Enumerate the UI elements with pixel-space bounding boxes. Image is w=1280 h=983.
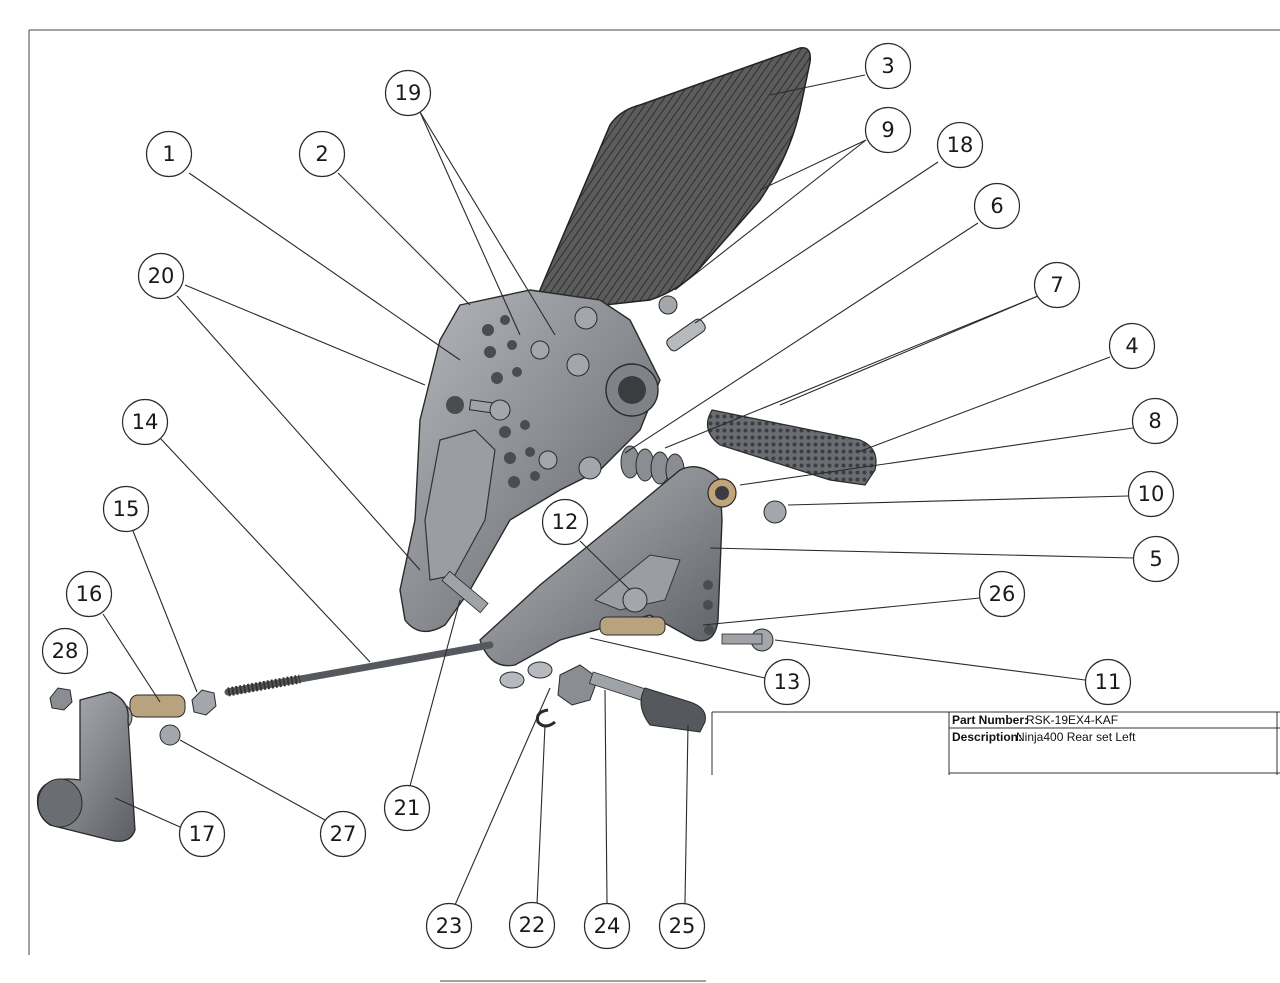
shift-peg-24 <box>557 664 646 706</box>
svg-text:24: 24 <box>594 914 621 938</box>
clip-22 <box>536 708 556 728</box>
balloon-26: 26 <box>978 570 1026 618</box>
balloon-25: 25 <box>658 902 706 950</box>
svg-text:27: 27 <box>330 822 357 846</box>
balloon-28: 28 <box>41 627 89 675</box>
svg-text:25: 25 <box>669 914 696 938</box>
balloon-9: 9 <box>864 106 912 154</box>
part-number-value: RSK-19EX4-KAF <box>1026 713 1118 727</box>
balloon-6: 6 <box>973 182 1021 230</box>
description-label: Description: <box>952 730 1022 744</box>
balloon-20: 20 <box>137 252 185 300</box>
shift-rubber-25 <box>640 687 706 733</box>
balloon-3: 3 <box>864 42 912 90</box>
balloon-24: 24 <box>583 902 631 950</box>
part-number-label: Part Number: <box>952 713 1028 727</box>
svg-text:17: 17 <box>189 822 216 846</box>
svg-text:21: 21 <box>394 796 421 820</box>
svg-text:28: 28 <box>52 639 79 663</box>
svg-text:10: 10 <box>1138 482 1165 506</box>
parts-illustration <box>36 47 877 842</box>
bolts-19-20 <box>468 295 678 480</box>
svg-text:18: 18 <box>947 133 974 157</box>
bolt-10 <box>763 500 787 524</box>
svg-text:26: 26 <box>989 582 1016 606</box>
balloon-4: 4 <box>1108 322 1156 370</box>
svg-text:23: 23 <box>436 914 463 938</box>
svg-text:15: 15 <box>113 497 140 521</box>
balloon-22: 22 <box>508 901 556 949</box>
bolt-21 <box>441 570 489 614</box>
balloon-12: 12 <box>541 498 589 546</box>
svg-text:22: 22 <box>519 913 546 937</box>
svg-text:19: 19 <box>395 81 422 105</box>
balloon-8: 8 <box>1131 397 1179 445</box>
title-block: Part Number: RSK-19EX4-KAF Description: … <box>711 711 1280 775</box>
svg-text:2: 2 <box>315 142 328 166</box>
hanger-plate-cutout <box>424 429 496 581</box>
hanger-plate-holes <box>446 315 540 488</box>
nut-15 <box>191 689 217 716</box>
balloon-16: 16 <box>65 570 113 618</box>
shift-lever-holes <box>703 580 714 635</box>
svg-text:14: 14 <box>132 410 159 434</box>
balloon-19: 19 <box>384 69 432 117</box>
balloon-23: 23 <box>425 902 473 950</box>
balloon-18: 18 <box>936 121 984 169</box>
balloon-21: 21 <box>383 784 431 832</box>
svg-text:13: 13 <box>774 670 801 694</box>
svg-text:8: 8 <box>1148 409 1161 433</box>
svg-text:1: 1 <box>162 142 175 166</box>
svg-text:20: 20 <box>148 264 175 288</box>
nut-28 <box>49 687 73 711</box>
leader-lines <box>102 74 1134 906</box>
rod-end-12-26 <box>599 587 666 636</box>
shift-rod-14 <box>224 641 494 697</box>
balloons: 1 2 3 4 5 6 7 8 9 10 11 12 13 14 15 16 1… <box>41 42 1180 950</box>
svg-text:7: 7 <box>1050 273 1063 297</box>
balloon-10: 10 <box>1127 470 1175 518</box>
shift-lever-part <box>479 466 723 667</box>
svg-text:3: 3 <box>881 54 894 78</box>
description-value: Ninja400 Rear set Left <box>1016 730 1136 744</box>
svg-text:9: 9 <box>881 118 894 142</box>
heel-guard-part <box>538 47 812 311</box>
balloon-2: 2 <box>298 130 346 178</box>
balloon-11: 11 <box>1084 658 1132 706</box>
balloon-1: 1 <box>145 130 193 178</box>
drawing-border <box>28 29 1280 982</box>
balloon-13: 13 <box>763 658 811 706</box>
washer-23 <box>499 671 525 689</box>
balloon-5: 5 <box>1132 535 1180 583</box>
svg-text:5: 5 <box>1149 547 1162 571</box>
svg-text:12: 12 <box>552 510 579 534</box>
balloon-15: 15 <box>102 485 150 533</box>
svg-text:4: 4 <box>1125 334 1138 358</box>
balloon-27: 27 <box>319 810 367 858</box>
svg-text:6: 6 <box>990 194 1003 218</box>
pin-18 <box>666 318 706 352</box>
balloon-14: 14 <box>121 398 169 446</box>
bolt-27 <box>159 724 181 746</box>
svg-text:16: 16 <box>76 582 103 606</box>
balloon-17: 17 <box>178 810 226 858</box>
balloon-7: 7 <box>1033 261 1081 309</box>
foot-peg-4 <box>706 409 877 486</box>
svg-text:11: 11 <box>1095 670 1122 694</box>
